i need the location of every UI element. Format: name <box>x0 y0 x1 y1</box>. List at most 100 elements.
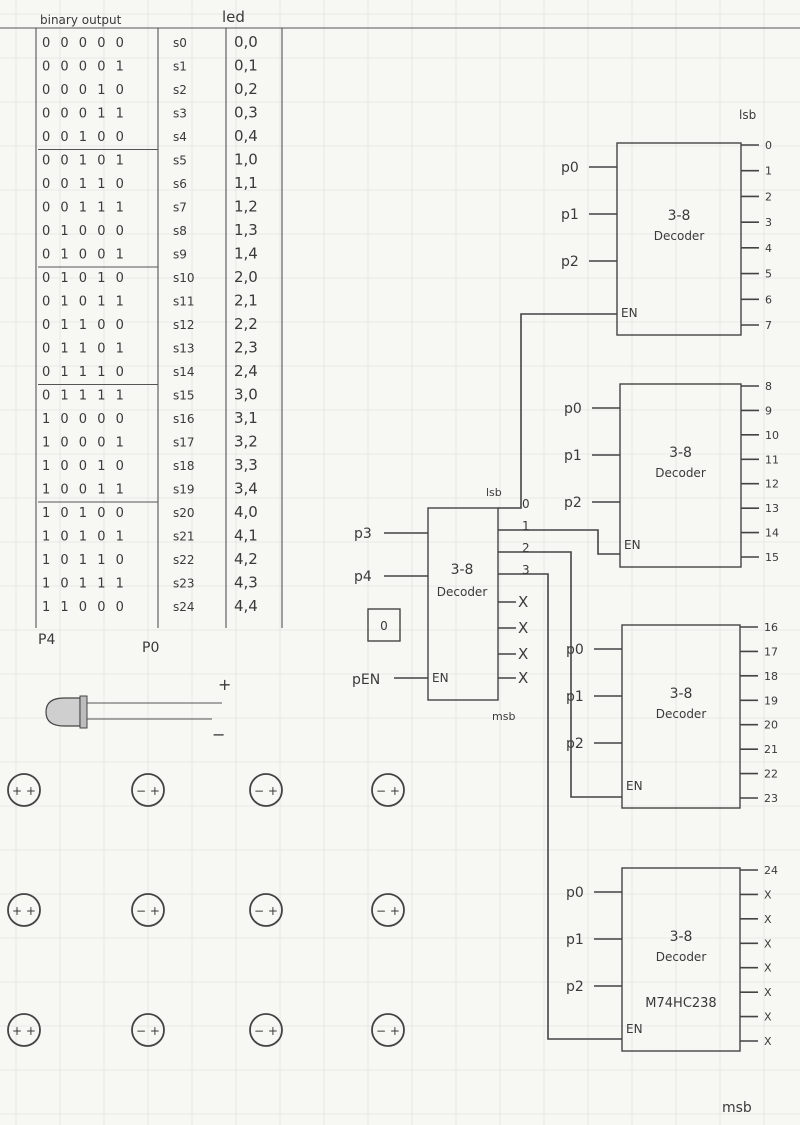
led-polarity-label: + + <box>12 784 36 798</box>
table-row-state: s7 <box>173 201 187 215</box>
table-row-state: s6 <box>173 177 187 191</box>
table-row-led: 1,3 <box>234 221 258 239</box>
main-decoder-input-label: p4 <box>354 569 372 585</box>
decoder-en-pin: EN <box>626 1022 643 1036</box>
main-decoder-enable-label: pEN <box>352 672 380 688</box>
table-row-bits: 1 0 1 1 0 <box>42 553 127 568</box>
table-row-state: s23 <box>173 577 195 591</box>
table-footer-left: P4 <box>38 632 55 648</box>
decoder-box <box>619 383 742 568</box>
table-row-state: s10 <box>173 271 195 285</box>
table-row-bits: 1 0 0 0 1 <box>42 436 127 451</box>
table-row-bits: 0 0 0 0 1 <box>42 60 127 75</box>
table-row-led: 3,3 <box>234 456 258 474</box>
table-header-binary: binary output <box>40 13 122 27</box>
table-row-state: s14 <box>173 365 195 379</box>
table-row-led: 2,2 <box>234 315 258 333</box>
led-circle <box>249 773 283 807</box>
table-row-bits: 1 0 1 0 0 <box>42 506 127 521</box>
table-row-led: 3,0 <box>234 386 258 404</box>
decoder-output-label: 7 <box>765 319 772 332</box>
table-row-bits: 0 1 1 1 1 <box>42 389 127 404</box>
main-decoder-input-label: p3 <box>354 526 372 542</box>
led-circle <box>7 893 41 927</box>
decoder-output-label: X <box>764 986 772 999</box>
decoder-output-label: 8 <box>765 380 772 393</box>
decoder-input-label: p2 <box>564 495 582 511</box>
decoder-en-pin: EN <box>621 306 638 320</box>
push-button-label: 0 <box>380 619 388 633</box>
table-row-state: s9 <box>173 248 187 262</box>
decoder-output-label: 10 <box>765 429 779 442</box>
table-row-bits: 0 0 1 0 1 <box>42 154 127 169</box>
decoder-output-label: 14 <box>765 527 779 540</box>
table-row-bits: 1 0 1 1 1 <box>42 577 127 592</box>
decoder-output-label: 9 <box>765 404 772 417</box>
led-grid: + +− +− +− ++ +− +− +− ++ +− +− +− + <box>7 773 405 1047</box>
led-circle <box>7 1013 41 1047</box>
decoder-output-label: X <box>764 937 772 950</box>
table-footer-right: P0 <box>142 640 159 656</box>
table-row-led: 2,3 <box>234 339 258 357</box>
table-row-state: s8 <box>173 224 187 238</box>
table-row-led: 1,2 <box>234 198 258 216</box>
decoder-output-label: 24 <box>764 864 778 877</box>
decoder-input-label: p0 <box>566 885 584 901</box>
table-row-state: s24 <box>173 600 195 614</box>
led-rim <box>79 695 88 729</box>
table-row-bits: 0 0 0 1 0 <box>42 83 127 98</box>
table-row-state: s0 <box>173 36 187 50</box>
table-row-led: 3,1 <box>234 409 258 427</box>
led-polarity-label: − + <box>136 904 160 918</box>
table-row-bits: 0 0 1 0 0 <box>42 130 127 145</box>
decoder-title: 3-8 <box>670 929 693 945</box>
table-row-state: s4 <box>173 130 187 144</box>
decoder-output-label: 16 <box>764 621 778 634</box>
decoder-lsb-label: lsb <box>739 108 756 122</box>
main-decoder-output-label: 0 <box>522 497 530 511</box>
decoder-output-label: 6 <box>765 293 772 306</box>
led-circle <box>371 893 405 927</box>
main-decoder-msb-label: msb <box>492 710 515 723</box>
enable-wire <box>498 551 622 798</box>
decoder-output-label: 22 <box>764 768 778 781</box>
table-row-state: s12 <box>173 318 195 332</box>
decoder-output-label: X <box>764 1035 772 1048</box>
table-row-bits: 1 0 0 1 1 <box>42 483 127 498</box>
table-row-led: 4,4 <box>234 597 258 615</box>
table-row-led: 0,4 <box>234 127 258 145</box>
led-plus-label: + <box>218 675 231 694</box>
decoder-subtitle: Decoder <box>656 950 707 964</box>
decoder-output-label: 18 <box>764 670 778 683</box>
main-decoder-output-x: X <box>518 593 528 611</box>
led-circle <box>249 1013 283 1047</box>
led-circle <box>249 893 283 927</box>
main-decoder-output-x: X <box>518 669 528 687</box>
decoder-title: 3-8 <box>668 208 691 224</box>
decoder-output-label: 2 <box>765 190 772 203</box>
decoder-input-label: p0 <box>564 401 582 417</box>
main-decoder-lsb-label: lsb <box>486 486 502 499</box>
led-polarity-label: − + <box>136 784 160 798</box>
decoder-output-label: 20 <box>764 719 778 732</box>
enable-wire <box>498 529 620 555</box>
main-decoder-subtitle: Decoder <box>437 585 488 599</box>
table-row-state: s1 <box>173 60 187 74</box>
table-row-bits: 0 1 0 1 1 <box>42 295 127 310</box>
table-row-state: s15 <box>173 389 195 403</box>
table-row-led: 1,4 <box>234 245 258 263</box>
led-polarity-label: − + <box>376 1024 400 1038</box>
led-minus-label: − <box>212 725 225 744</box>
decoder-part-number: M74HC238 <box>645 996 716 1011</box>
decoder-output-label: X <box>764 888 772 901</box>
decoder-input-label: p1 <box>566 689 584 705</box>
decoder-box <box>621 624 741 809</box>
decoder-input-label: p0 <box>561 160 579 176</box>
decoder-output-label: X <box>764 1011 772 1024</box>
table-row-led: 4,0 <box>234 503 258 521</box>
push-button <box>367 608 401 642</box>
